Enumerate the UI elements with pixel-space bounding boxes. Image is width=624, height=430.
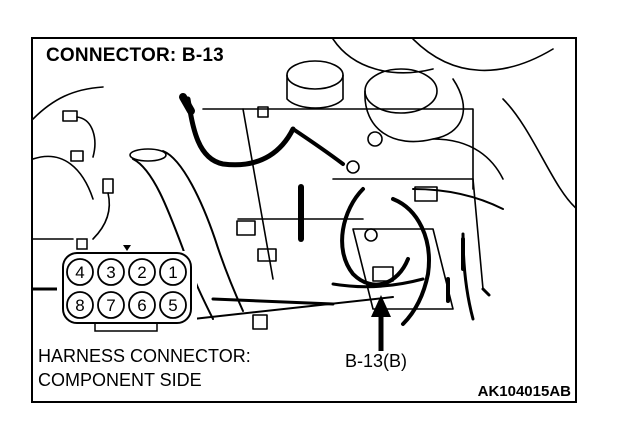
pin-2-label: 2 bbox=[137, 263, 146, 282]
callout-arrow bbox=[371, 295, 391, 351]
callout-label: B-13(B) bbox=[343, 351, 410, 372]
caption-line-1: HARNESS CONNECTOR: bbox=[38, 345, 251, 367]
engine-bay-illustration: 4 3 2 1 8 7 6 5 bbox=[33, 39, 575, 351]
pin-8-circle bbox=[66, 291, 94, 319]
pin-5-circle bbox=[159, 291, 187, 319]
pin-4-circle bbox=[66, 258, 94, 286]
diagram-title: CONNECTOR: B-13 bbox=[43, 45, 227, 67]
diagram-frame: 4 3 2 1 8 7 6 5 CONNECTOR: B-13 HARNESS CONNECT… bbox=[31, 37, 577, 403]
pin-7-circle bbox=[97, 291, 125, 319]
pin-7-label: 7 bbox=[106, 296, 115, 315]
pin-5-label: 5 bbox=[168, 296, 177, 315]
pin-1-label: 1 bbox=[168, 263, 177, 282]
figure-code: AK104015AB bbox=[475, 383, 573, 400]
pin-4-label: 4 bbox=[75, 263, 84, 282]
pin-1-circle bbox=[159, 258, 187, 286]
connector-face: 4 3 2 1 8 7 6 5 bbox=[57, 238, 197, 339]
pin-6-circle bbox=[128, 291, 156, 319]
pin-2-circle bbox=[128, 258, 156, 286]
pin-6-label: 6 bbox=[137, 296, 146, 315]
pin-3-label: 3 bbox=[106, 263, 115, 282]
pin-3-circle bbox=[97, 258, 125, 286]
connector-pins: 4 3 2 1 8 7 6 5 bbox=[66, 258, 187, 319]
caption-line-2: COMPONENT SIDE bbox=[38, 369, 202, 391]
pin-8-label: 8 bbox=[75, 296, 84, 315]
